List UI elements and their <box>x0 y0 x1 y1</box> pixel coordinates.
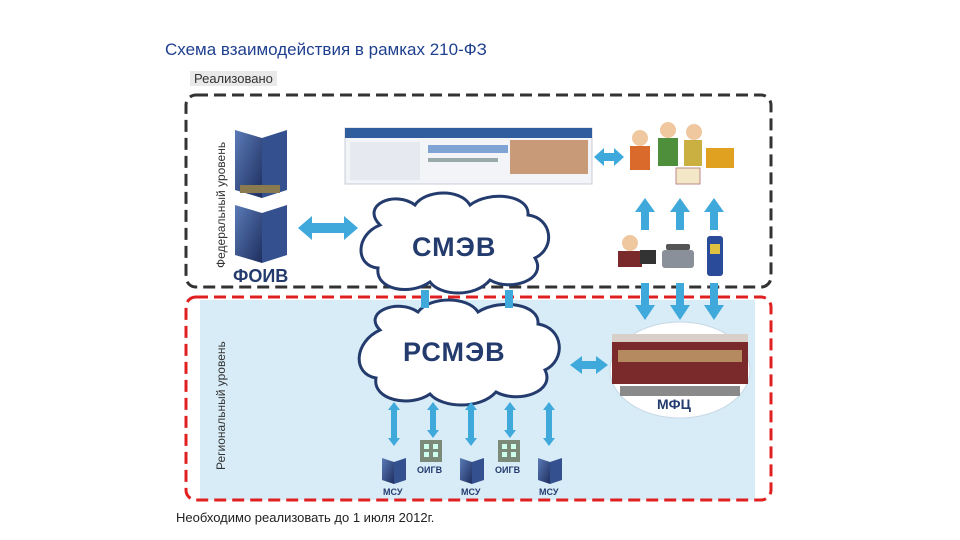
arrows-devices-up <box>635 198 724 230</box>
smev-label: СМЭВ <box>412 232 497 262</box>
info-kiosk-icon <box>707 236 723 276</box>
federal-level-label: Федеральный уровень <box>214 141 228 268</box>
oigv-label: ОИГВ <box>495 465 521 475</box>
msu-label: МСУ <box>539 487 559 497</box>
msu-building-icon <box>382 458 406 484</box>
oigv-building-icon <box>420 440 442 462</box>
msu-label: МСУ <box>461 487 481 497</box>
call-center-operator-icon <box>618 235 656 267</box>
foiv-building-icon <box>235 130 287 198</box>
diagram-title: Схема взаимодействия в рамках 210-ФЗ <box>165 40 487 59</box>
arrows-devices-down <box>635 283 724 320</box>
smev-cloud <box>359 191 551 295</box>
msu-label: МСУ <box>383 487 403 497</box>
citizens-illustration <box>630 122 734 185</box>
connector-left <box>421 290 429 308</box>
mfc-building-illustration <box>609 321 751 419</box>
phone-icon <box>662 244 694 268</box>
connector-right <box>505 290 513 308</box>
regional-frame <box>184 295 773 502</box>
msu-building-icon <box>538 458 562 484</box>
arrow-foiv-smev <box>298 216 358 240</box>
oigv-building-icon <box>498 440 520 462</box>
gosuslugi-portal-screenshot <box>344 127 593 185</box>
arrows-rsmev-msu <box>388 402 555 446</box>
regional-level-label: Региональный уровень <box>214 341 228 470</box>
deadline-note: Необходимо реализовать до 1 июля 2012г. <box>176 510 435 525</box>
arrow-portal-citizens <box>594 148 624 166</box>
status-implemented-badge: Реализовано <box>190 71 277 86</box>
oigv-label: ОИГВ <box>417 465 443 475</box>
rsmev-cloud <box>357 298 561 407</box>
arrow-rsmev-mfc <box>570 356 608 374</box>
msu-building-icon <box>460 458 484 484</box>
rsmev-label: РСМЭВ <box>403 337 506 367</box>
foiv-building-icon <box>235 205 287 263</box>
foiv-label: ФОИВ <box>233 266 289 286</box>
mfc-label: МФЦ <box>657 396 691 412</box>
